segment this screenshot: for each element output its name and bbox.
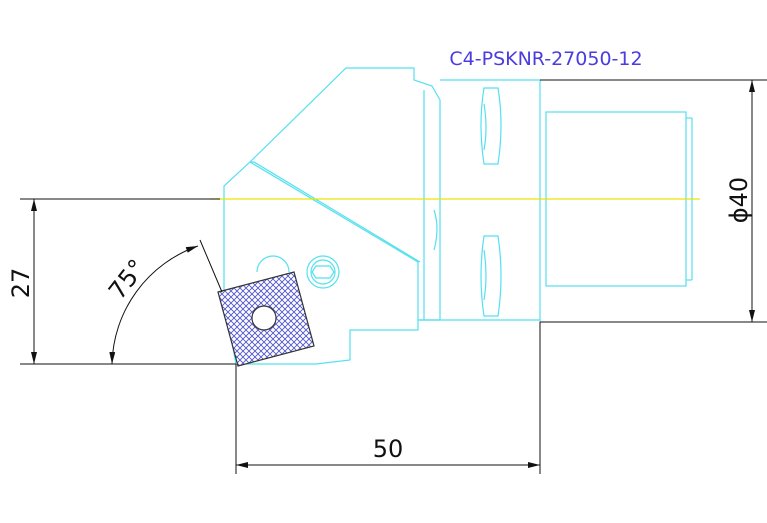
dimension-length-50 (235, 322, 541, 474)
coolant-slots (480, 87, 502, 317)
clamp-screw-head (306, 255, 340, 289)
dimension-diameter-40-label: ϕ40 (725, 177, 753, 223)
clamp-upper-edge (250, 161, 421, 263)
drawing-title: C4-PSKNR-27050-12 (449, 48, 642, 70)
dimension-diameter-40 (540, 79, 767, 323)
holder-outline (223, 67, 441, 365)
dimension-angle-75 (106, 239, 236, 365)
dimension-27-label: 27 (7, 268, 35, 299)
clamp-diagonal-edge (249, 161, 419, 320)
tool-holder-body (223, 67, 693, 365)
clamp-screw-hex-socket (311, 265, 335, 279)
holder-small-bore (433, 209, 438, 251)
clamp-screw-inner (310, 259, 336, 285)
shank (539, 80, 693, 322)
insert-center-hole (251, 305, 277, 331)
dimension-75-label: 75° (103, 254, 151, 305)
insert-seat-relief (256, 255, 290, 273)
cutting-insert (217, 271, 315, 367)
dimension-50-label: 50 (373, 435, 404, 463)
